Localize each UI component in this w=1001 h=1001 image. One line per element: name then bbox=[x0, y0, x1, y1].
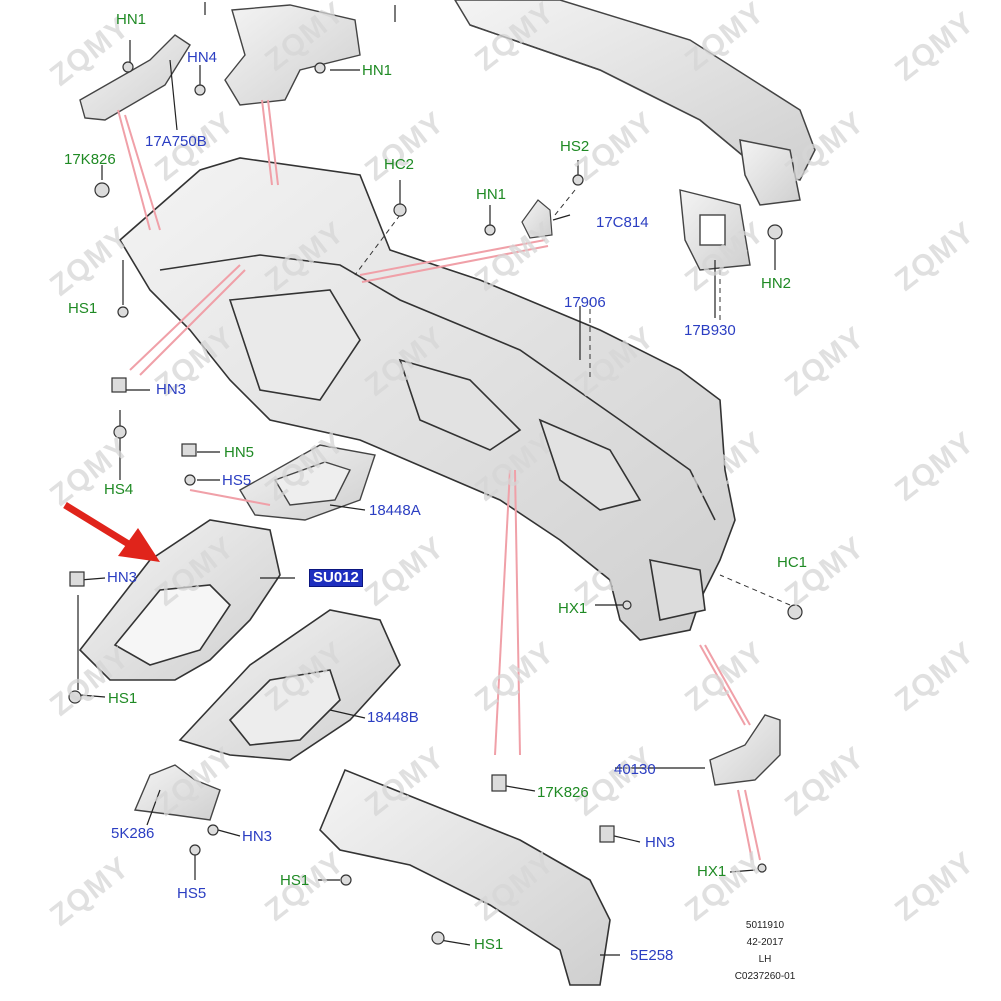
label-hn3-right: HN3 bbox=[645, 834, 676, 851]
fastener-hn1-right bbox=[314, 62, 326, 74]
reinforcement-beam bbox=[454, 0, 816, 206]
bracket-5k286 bbox=[133, 764, 221, 821]
label-hs2: HS2 bbox=[560, 138, 590, 155]
fastener-hc2 bbox=[393, 203, 407, 217]
label-17b930: 17B930 bbox=[684, 322, 736, 339]
fastener-17k826-low bbox=[491, 774, 507, 792]
reference-line-4: C0237260-01 bbox=[734, 971, 796, 982]
part-leaders bbox=[77, 2, 776, 956]
trim-40130 bbox=[709, 714, 781, 786]
fastener-hn3-mid bbox=[69, 571, 85, 587]
fastener-17k826-top bbox=[94, 182, 110, 198]
label-17k826-low: 17K826 bbox=[537, 784, 589, 801]
fastener-hs1-upper bbox=[117, 306, 129, 318]
fastener-hn1-top bbox=[122, 61, 134, 73]
reference-line-2: 42-2017 bbox=[746, 937, 784, 948]
fasteners bbox=[68, 61, 803, 945]
label-5k286: 5K286 bbox=[111, 825, 155, 842]
bracket-17c814 bbox=[521, 199, 553, 239]
label-17906: 17906 bbox=[564, 294, 606, 311]
fastener-hs5-low bbox=[189, 844, 201, 856]
label-hs1-bottom: HS1 bbox=[474, 936, 504, 953]
label-hn2: HN2 bbox=[761, 275, 792, 292]
fastener-hs1-bottom bbox=[431, 931, 445, 945]
fastener-hs5 bbox=[184, 474, 196, 486]
bracket-17a750b bbox=[79, 34, 191, 121]
label-highlighted-part: SU012 bbox=[309, 569, 363, 587]
label-hs1-mid: HS1 bbox=[108, 690, 138, 707]
label-hn4: HN4 bbox=[187, 49, 218, 66]
reference-block: 5011910 42-2017 LH C0237260-01 bbox=[720, 920, 810, 982]
fastener-hn5 bbox=[181, 443, 197, 457]
label-hn1-c: HN1 bbox=[476, 186, 507, 203]
leader-lines bbox=[117, 99, 761, 861]
label-17a750b: 17A750B bbox=[145, 133, 207, 150]
label-40130: 40130 bbox=[614, 761, 656, 778]
valance-5e258 bbox=[319, 768, 611, 986]
label-hs1-upper: HS1 bbox=[68, 300, 98, 317]
label-17c814: 17C814 bbox=[596, 214, 649, 231]
air-duct-upper bbox=[224, 4, 361, 106]
label-hs5-upper: HS5 bbox=[222, 472, 252, 489]
fastener-hs2 bbox=[572, 174, 584, 186]
panel-18448a bbox=[239, 444, 376, 521]
fastener-hs1-low bbox=[340, 874, 352, 886]
label-17k826-top: 17K826 bbox=[64, 151, 116, 168]
fastener-hc1 bbox=[787, 604, 803, 620]
label-hc2: HC2 bbox=[384, 156, 415, 173]
fastener-hx1-low bbox=[757, 863, 767, 873]
label-5e258: 5E258 bbox=[630, 947, 674, 964]
fastener-hn2 bbox=[767, 224, 783, 240]
highlighted-part-panel bbox=[78, 519, 281, 681]
label-hn3-low: HN3 bbox=[242, 828, 273, 845]
red-arrow bbox=[63, 502, 160, 562]
fastener-hn1-c bbox=[484, 224, 496, 236]
label-hs5-low: HS5 bbox=[177, 885, 207, 902]
label-hn3-mid: HN3 bbox=[107, 569, 138, 586]
bumper-cover-17906 bbox=[118, 157, 736, 641]
panel-18448b bbox=[178, 609, 401, 761]
label-hc1: HC1 bbox=[777, 554, 808, 571]
fastener-hs4 bbox=[113, 425, 127, 439]
label-hs1-low: HS1 bbox=[280, 872, 310, 889]
fastener-hn3-left bbox=[111, 377, 127, 393]
fastener-hn4 bbox=[194, 84, 206, 96]
label-18448b: 18448B bbox=[367, 709, 419, 726]
label-hs4: HS4 bbox=[104, 481, 134, 498]
label-hn1-right: HN1 bbox=[362, 62, 393, 79]
label-18448a: 18448A bbox=[369, 502, 421, 519]
reference-line-1: 5011910 bbox=[745, 920, 785, 931]
fastener-hn3-low bbox=[207, 824, 219, 836]
label-hn1-top: HN1 bbox=[116, 11, 147, 28]
label-hx1: HX1 bbox=[558, 600, 588, 617]
label-hn3-upper: HN3 bbox=[156, 381, 187, 398]
fastener-hx1 bbox=[622, 600, 632, 610]
bracket-17b930 bbox=[679, 189, 751, 271]
dashed-leaders bbox=[354, 189, 791, 606]
label-hn5: HN5 bbox=[224, 444, 255, 461]
fastener-hn3-right bbox=[599, 825, 615, 843]
label-hx1-low: HX1 bbox=[697, 863, 727, 880]
reference-line-3: LH bbox=[758, 954, 772, 965]
fastener-hs1-mid bbox=[68, 690, 82, 704]
